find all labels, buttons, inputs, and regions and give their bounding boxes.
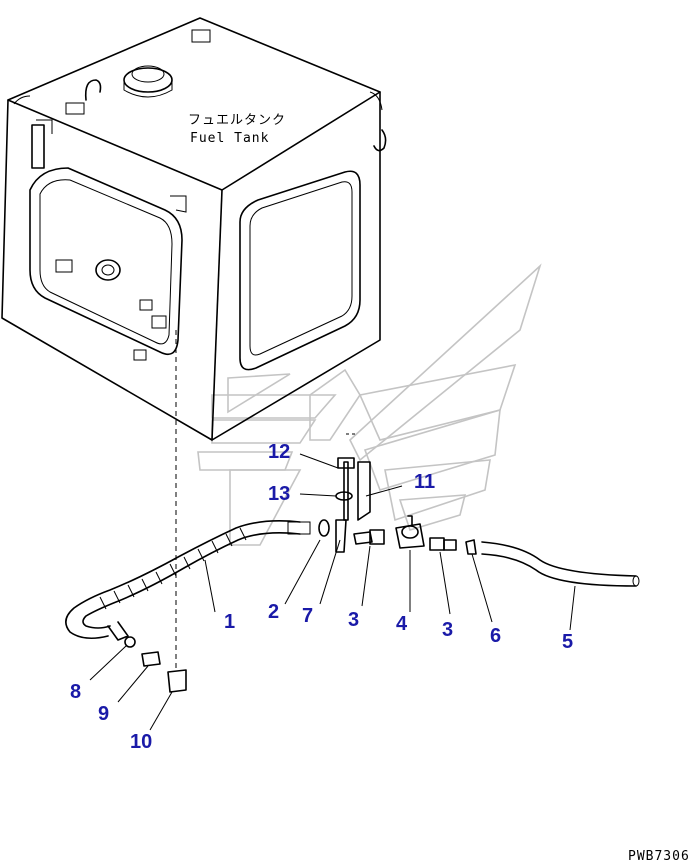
callout-10: 10 — [130, 731, 152, 753]
callout-9: 9 — [98, 703, 109, 725]
callout-1: 1 — [224, 611, 235, 633]
callout-6: 6 — [490, 625, 501, 647]
bracket-assembly — [335, 457, 371, 553]
tank-label-en: Fuel Tank — [190, 131, 269, 146]
callout-11: 11 — [414, 471, 435, 493]
callout-3a: 3 — [348, 609, 359, 631]
callout-12: 12 — [268, 441, 290, 463]
drain-parts — [124, 636, 187, 693]
drawing-code: PWB7306 — [628, 849, 690, 864]
tank-label-jp: フュエルタンク — [188, 113, 286, 128]
hose-part-1 — [65, 520, 311, 641]
tube-part-5 — [481, 541, 640, 587]
leader-lines — [89, 433, 576, 731]
callout-7: 7 — [302, 605, 313, 627]
callout-3b: 3 — [442, 619, 453, 641]
callout-4: 4 — [396, 613, 408, 635]
callout-2: 2 — [268, 601, 279, 623]
watermark-logo — [197, 263, 542, 546]
fuel-tank — [1, 17, 387, 441]
clamp-part-2 — [318, 519, 330, 537]
filter-fittings — [353, 515, 477, 555]
callout-5: 5 — [562, 631, 573, 653]
callout-8: 8 — [70, 681, 81, 703]
callout-13: 13 — [268, 483, 290, 505]
